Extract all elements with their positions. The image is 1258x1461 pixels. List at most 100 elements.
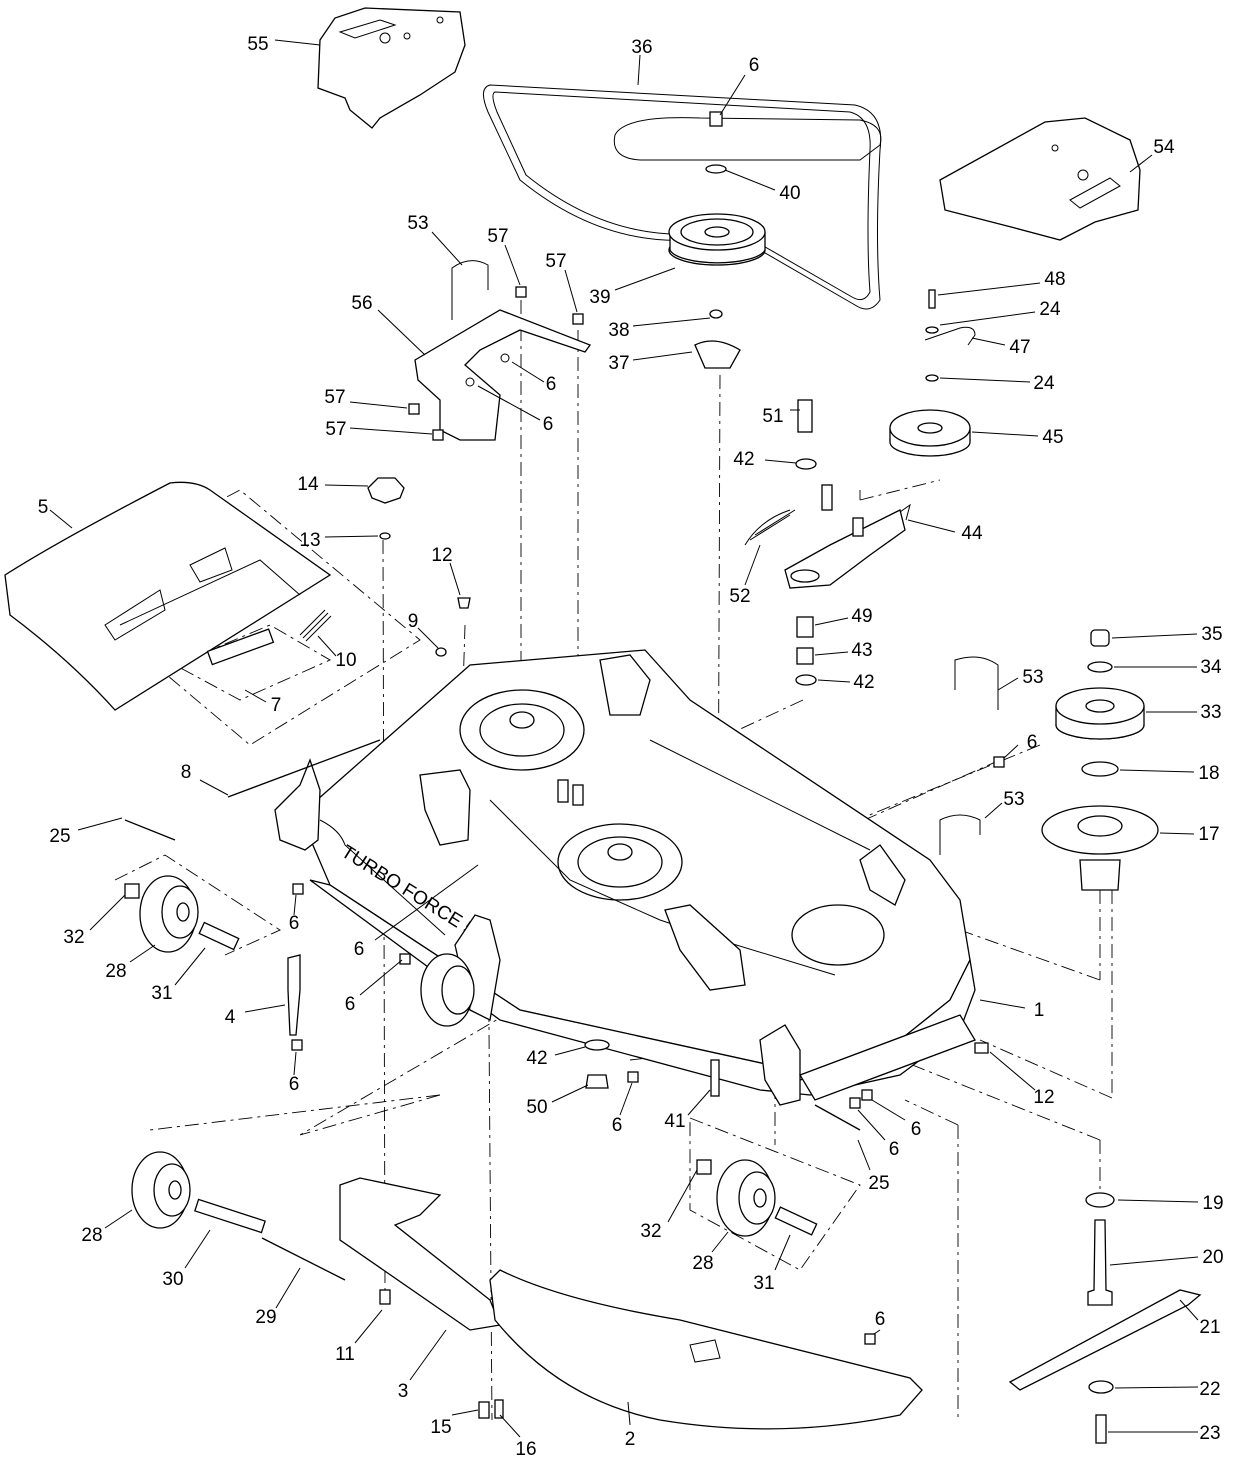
callout-label: 6 xyxy=(875,1309,886,1330)
callout-label: 32 xyxy=(63,927,84,948)
callout-label: 41 xyxy=(664,1111,685,1132)
callout-label: 6 xyxy=(289,913,300,934)
callout-leader xyxy=(349,427,433,435)
callout-leader xyxy=(1119,769,1195,773)
callout-label: 51 xyxy=(762,406,783,427)
idler-arm-44 xyxy=(784,484,911,589)
callout-label: 29 xyxy=(255,1307,276,1328)
callout-leader xyxy=(997,677,1019,691)
callout-label: 43 xyxy=(851,640,872,661)
bolt-48 xyxy=(928,289,936,309)
callout-leader xyxy=(477,385,541,421)
shaft-20 xyxy=(1087,1219,1113,1306)
bolt-11 xyxy=(379,1289,391,1305)
idler-45 xyxy=(889,409,971,457)
bolt-16 xyxy=(494,1399,504,1419)
callout-leader xyxy=(409,1329,447,1381)
callout-label: 54 xyxy=(1153,137,1175,158)
callout-label: 3 xyxy=(398,1381,409,1402)
pulley-39 xyxy=(668,213,766,266)
callout-leader xyxy=(1114,1386,1199,1389)
callout-label: 6 xyxy=(546,374,557,395)
callout-leader xyxy=(244,1004,286,1013)
callout-label: 42 xyxy=(853,672,874,693)
cap-35 xyxy=(1090,629,1110,647)
callout-label: 7 xyxy=(271,695,282,716)
callout-label: 6 xyxy=(1027,732,1038,753)
callout-leader xyxy=(104,1209,133,1229)
wheel-28-bottom-left xyxy=(131,1151,191,1229)
pin-12-top xyxy=(457,597,471,609)
chute-5 xyxy=(4,481,332,711)
callout-leader xyxy=(349,401,408,409)
callout-leader xyxy=(89,894,126,931)
callout-label: 6 xyxy=(889,1139,900,1160)
callout-label: 28 xyxy=(105,961,126,982)
washer-42-top xyxy=(795,458,817,470)
bolt-57-d xyxy=(432,429,444,441)
belt-inner xyxy=(613,117,882,161)
callout-leader xyxy=(857,1109,886,1141)
callout-label: 31 xyxy=(753,1273,774,1294)
callout-leader xyxy=(711,1231,729,1253)
callout-leader xyxy=(431,231,463,266)
callout-leader xyxy=(199,779,229,796)
callout-label: 18 xyxy=(1198,763,1219,784)
callout-label: 31 xyxy=(151,983,172,1004)
callout-label: 40 xyxy=(779,183,800,204)
callout-leader xyxy=(554,1046,586,1056)
callout-leader xyxy=(359,959,403,996)
callout-label: 42 xyxy=(733,449,754,470)
callout-label: 42 xyxy=(526,1048,547,1069)
nut-6-g xyxy=(993,756,1005,768)
nut-6-top xyxy=(709,111,723,127)
callout-leader xyxy=(317,635,337,657)
callout-leader xyxy=(632,351,693,361)
callout-label: 35 xyxy=(1201,624,1222,645)
callout-label: 50 xyxy=(526,1097,547,1118)
wheel-28-mid xyxy=(420,953,475,1027)
callout-label: 44 xyxy=(961,523,983,544)
nut-6-a xyxy=(292,883,304,895)
callout-leader xyxy=(871,1099,906,1121)
nut-6-f xyxy=(861,1089,873,1101)
callout-label: 19 xyxy=(1202,1193,1223,1214)
cover-55 xyxy=(317,7,466,129)
callout-leader xyxy=(614,267,676,291)
callout-leader xyxy=(744,544,761,586)
callout-leader xyxy=(667,1169,698,1223)
deck-1: TURBO FORCE 52 xyxy=(299,649,976,1096)
callout-label: 1 xyxy=(1034,1000,1045,1021)
rod-8 xyxy=(227,739,381,798)
sleeve-30 xyxy=(194,1198,266,1234)
callout-label: 6 xyxy=(612,1115,623,1136)
nut-6-h xyxy=(864,1333,876,1345)
callout-label: 53 xyxy=(407,213,428,234)
callout-leader xyxy=(637,54,641,86)
callout-leader xyxy=(129,944,156,963)
washer-24-b xyxy=(925,374,939,382)
callout-leader xyxy=(1003,744,1019,759)
callout-leader xyxy=(377,309,426,356)
skirt-bracket xyxy=(689,1339,721,1363)
callout-label: 16 xyxy=(515,1439,536,1460)
callout-label: 12 xyxy=(431,545,452,566)
callout-label: 32 xyxy=(640,1221,661,1242)
washer-22 xyxy=(1088,1380,1114,1394)
pin-12-right xyxy=(974,1042,989,1054)
callout-label: 24 xyxy=(1039,299,1061,320)
callout-label: 2 xyxy=(625,1429,636,1450)
washer-18 xyxy=(1081,761,1119,777)
callout-leader xyxy=(451,1409,479,1416)
callout-leader xyxy=(687,1089,711,1116)
spindle-17 xyxy=(1041,805,1159,891)
front-bracket xyxy=(799,1014,976,1101)
bolt-57-a xyxy=(515,286,527,298)
callout-leader xyxy=(511,361,545,383)
callout-leader xyxy=(764,459,797,464)
bushing-38 xyxy=(709,309,723,319)
callout-label: 25 xyxy=(49,826,70,847)
nut-50 xyxy=(585,1074,609,1089)
callout-label: 4 xyxy=(225,1007,236,1028)
